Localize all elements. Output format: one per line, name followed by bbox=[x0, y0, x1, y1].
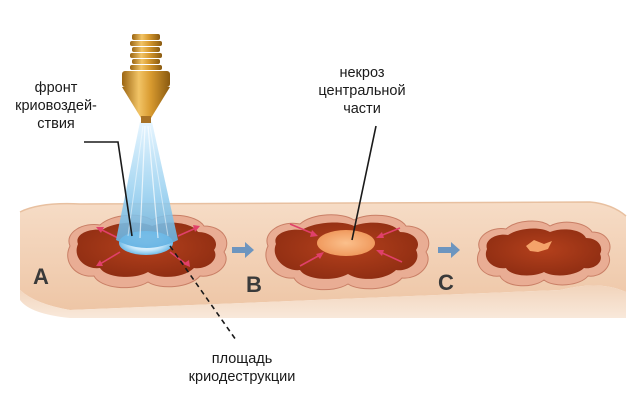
label-cryo-front: фронт криовоздей- ствия bbox=[15, 80, 97, 132]
cryo-spray bbox=[116, 122, 178, 248]
necrosis-arrows bbox=[289, 223, 403, 267]
stage-arrow-icon bbox=[232, 242, 254, 258]
stage-label-c: C bbox=[438, 270, 454, 295]
lesion-b bbox=[265, 214, 430, 291]
necrosis-zone bbox=[317, 230, 375, 256]
freeze-front-arrows bbox=[96, 225, 200, 267]
cryo-nozzle-icon bbox=[122, 34, 170, 123]
necrosis-remnant bbox=[526, 240, 552, 252]
leader-lines bbox=[84, 125, 377, 341]
stage-label-a: A bbox=[33, 264, 49, 289]
stage-label-b: B bbox=[246, 272, 262, 297]
lesion-c bbox=[477, 220, 611, 287]
label-cryo-area: площадь криодеструкции bbox=[188, 351, 296, 385]
stage-arrow-icon bbox=[438, 242, 460, 258]
label-necrosis: некроз центральной части bbox=[318, 65, 406, 117]
